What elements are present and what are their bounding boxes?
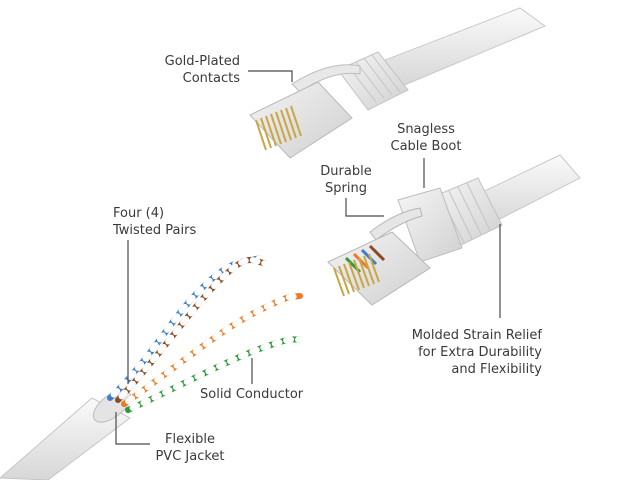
top-cable [379,7,547,87]
label-line: Snagless [397,122,455,137]
label-flexible-pvc-jacket: Flexible PVC Jacket [150,431,230,465]
brown-pair-white [115,256,271,403]
label-line: Gold-Plated [164,54,240,69]
top-gold-contacts [255,105,302,151]
label-line: Twisted Pairs [113,223,197,238]
label-snagless-cable-boot: Snagless Cable Boot [376,121,476,155]
label-line: Spring [325,181,367,196]
right-gold-contacts [333,253,380,297]
label-line: Durable [320,164,372,179]
orange-pair-white [121,293,303,407]
label-gold-plated-contacts: Gold-Plated Contacts [110,53,240,87]
label-line: Contacts [182,71,240,86]
label-solid-conductor: Solid Conductor [200,387,304,402]
green-pair-white [125,336,307,413]
label-durable-spring: Durable Spring [306,163,386,197]
right-spring-latch [369,207,423,241]
leader-spring [345,198,384,217]
label-line: Flexible [164,432,216,447]
leader-jacket [115,412,150,445]
blue-pair-white [107,255,265,401]
top-connector [249,7,547,159]
label-molded-strain-relief: Molded Strain Relief for Extra Durabilit… [372,327,542,378]
cut-cable [0,255,307,480]
top-plug-body [249,81,353,159]
leader-contacts [248,70,293,82]
label-line: PVC Jacket [155,449,225,464]
label-line: for Extra Durability [418,345,542,360]
label-line: Molded Strain Relief [411,328,542,343]
leader-lines [115,70,501,445]
right-boot [397,187,463,263]
label-line: Four (4) [113,206,165,221]
right-plug-body [327,231,431,306]
label-four-twisted-pairs: Four (4) Twisted Pairs [113,205,243,239]
label-line: Cable Boot [390,139,462,154]
twisted-pairs [107,255,307,413]
right-connector [327,154,581,306]
label-line: and Flexibility [451,362,542,377]
